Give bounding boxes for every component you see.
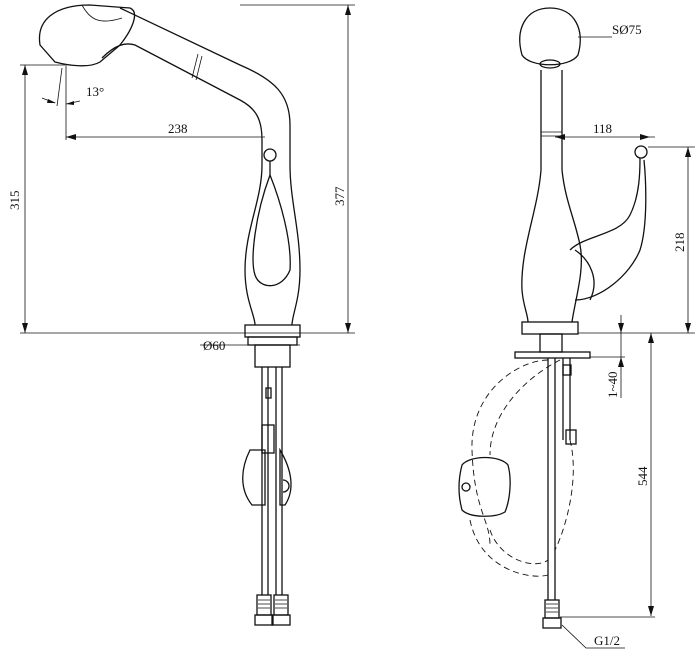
angle-label: 13° [86,84,104,99]
hose-length-label: 544 [635,466,650,486]
spout-height-label: 315 [7,191,22,211]
handle-offset-label: 118 [593,121,612,136]
deck-thickness-label: 1~40 [605,371,620,398]
total-height-label: 377 [332,186,347,206]
side-view-faucet [38,4,301,626]
side-view-dimensions [20,4,355,346]
front-view-faucet [458,7,648,629]
front-view-dimensions [555,36,695,649]
base-diameter-label: Ø60 [203,338,225,353]
head-diameter-label: SØ75 [612,22,642,37]
thread-label: G1/2 [594,633,620,648]
handle-height-label: 218 [672,233,687,253]
spout-reach-label: 238 [168,121,188,136]
